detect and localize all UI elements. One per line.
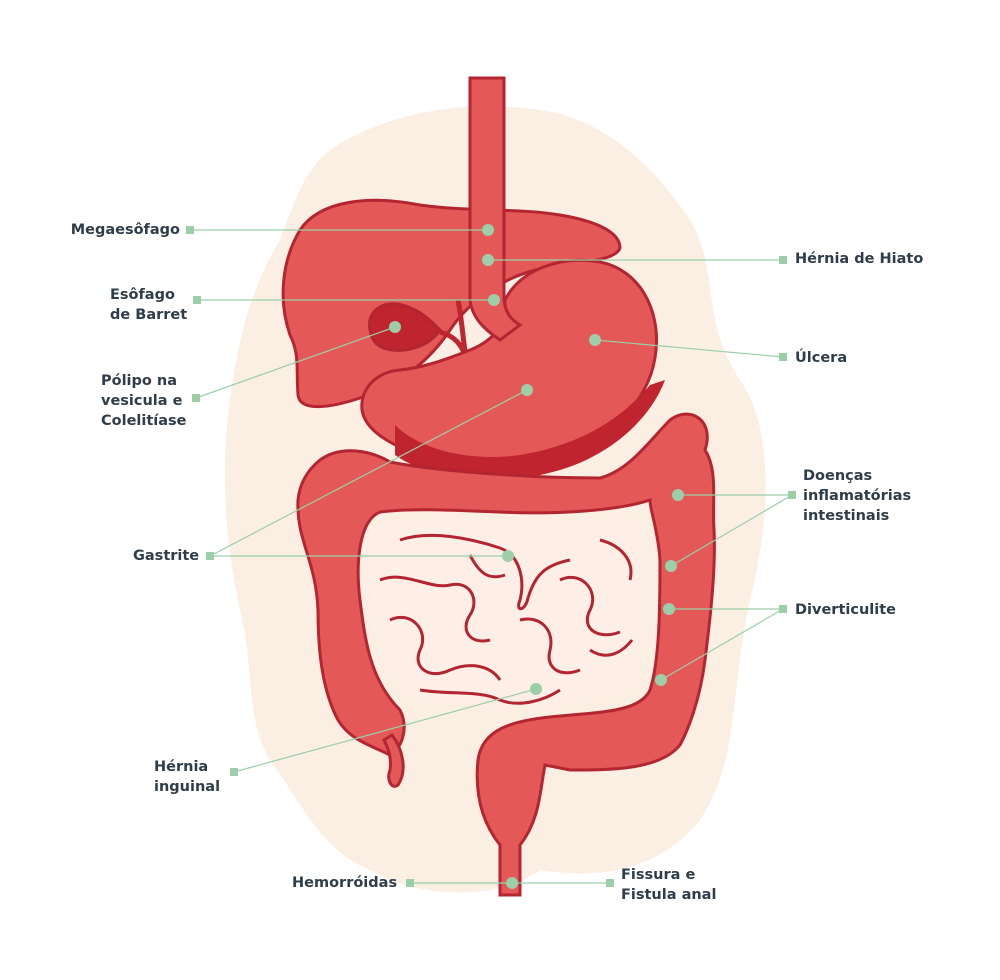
esophagus: [468, 76, 523, 342]
label-hemorroidas: Hemorróidas: [292, 875, 398, 891]
label-megaesofago: Megaesôfago: [70, 222, 180, 238]
label-gastrite: Gastrite: [133, 548, 200, 564]
leader-lines: [190, 229, 793, 884]
label-esofago-barret: Esôfago de Barret: [110, 287, 188, 323]
small-intestine-loops: [379, 533, 634, 705]
label-fissura-fistula: Fissura e Fistula anal: [621, 867, 717, 903]
leader-squares: [186, 226, 796, 887]
label-doencas-inflamatorias: Doenças inflamatórias intestinais: [803, 468, 912, 524]
label-hernia-hiato: Hérnia de Hiato: [795, 251, 924, 267]
appendix: [382, 733, 405, 788]
stomach-curvature: [395, 380, 665, 480]
label-ulcera: Úlcera: [795, 350, 848, 366]
label-diverticulite: Diverticulite: [795, 602, 896, 618]
liver: [281, 198, 622, 409]
marker-dots: [389, 224, 684, 889]
gallbladder: [368, 302, 442, 352]
label-polipo-vesicula: Pólipo na vesicula e Colelitíase: [101, 373, 187, 429]
label-hernia-inguinal: Hérnia inguinal: [154, 759, 221, 795]
small-intestine-area: [369, 518, 649, 709]
